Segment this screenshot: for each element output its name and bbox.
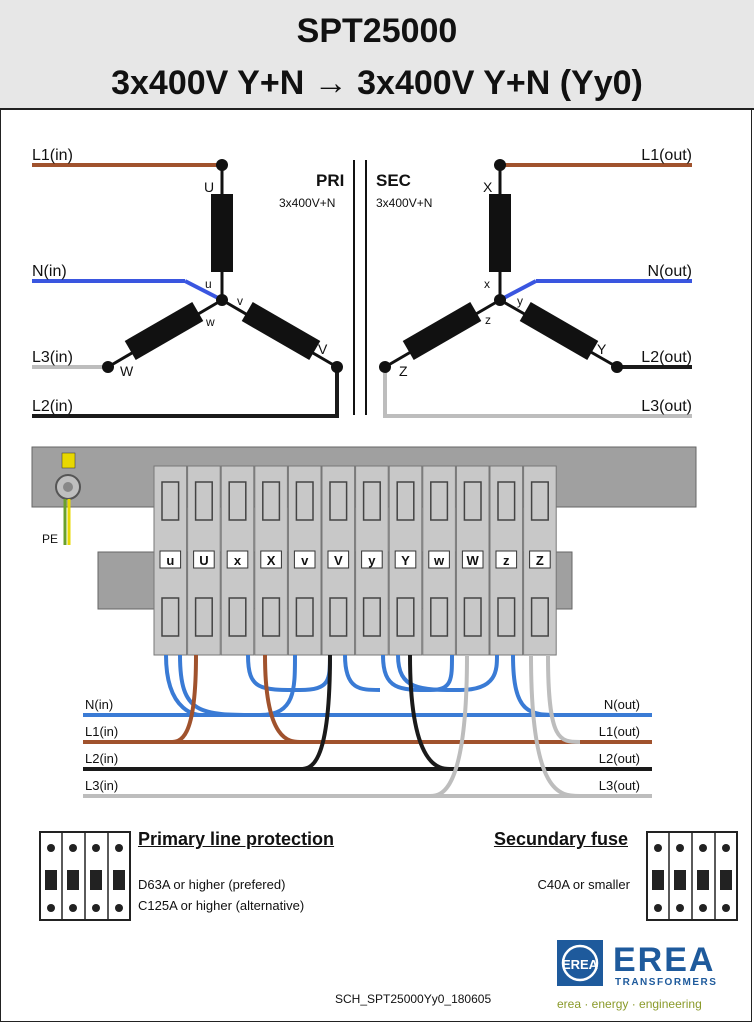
brand-name: EREA <box>613 941 715 979</box>
terminal-label: v <box>301 553 309 568</box>
wiring-schematic: L1(in) N(in) L3(in) L2(in) U u v w V W P… <box>32 147 692 418</box>
tagline: erea · energy · engineering <box>557 997 702 1011</box>
terminal-label: V <box>334 553 343 568</box>
secondary-fuse-line1: C40A or smaller <box>537 877 630 892</box>
bus-label-l2-in: L2(in) <box>85 751 118 766</box>
winding-label-x: x <box>484 277 490 291</box>
terminal-label: u <box>166 553 174 568</box>
bus-label-n-in: N(in) <box>85 697 113 712</box>
terminal-label: w <box>433 553 445 568</box>
sec-voltage: 3x400V+N <box>376 196 432 210</box>
line-label-l1-in: L1(in) <box>32 147 73 164</box>
terminal-label: W <box>467 553 480 568</box>
winding-label-w: w <box>205 315 215 329</box>
sec-label: SEC <box>376 171 411 190</box>
header: SPT25000 3x400V Y+N → 3x400V Y+N (Yy0) <box>0 0 754 110</box>
terminal-label: z <box>503 553 510 568</box>
line-label-l2-out: L2(out) <box>641 349 692 366</box>
primary-protection-title: Primary line protection <box>138 829 335 849</box>
line-label-n-out: N(out) <box>648 263 692 280</box>
bus-label-l2-out: L2(out) <box>599 751 640 766</box>
line-label-l1-out: L1(out) <box>641 147 692 164</box>
terminal-label: X <box>267 553 276 568</box>
bus-label-n-out: N(out) <box>604 697 640 712</box>
primary-protection-line1: D63A or higher (prefered) <box>138 877 286 892</box>
terminal-module: V <box>321 465 356 656</box>
terminal-label: x <box>234 553 242 568</box>
pri-label: PRI <box>316 171 344 190</box>
page-title: SPT25000 <box>296 12 458 50</box>
pri-voltage: 3x400V+N <box>279 196 335 210</box>
terminal-module: U <box>187 465 221 656</box>
winding-label-y: y <box>517 294 523 308</box>
document-code: SCH_SPT25000Yy0_180605 <box>335 992 492 1006</box>
terminal-label: y <box>368 553 376 568</box>
winding-label-u: u <box>205 277 212 291</box>
primary-protection-line2: C125A or higher (alternative) <box>138 898 305 913</box>
svg-text:EREA: EREA <box>562 957 599 972</box>
line-label-l2-in: L2(in) <box>32 398 73 415</box>
line-label-l3-out: L3(out) <box>641 398 692 415</box>
terminal-module: x <box>220 465 255 656</box>
bus-label-l3-in: L3(in) <box>85 778 118 793</box>
line-label-n-in: N(in) <box>32 263 67 280</box>
winding-label-z: z <box>485 313 491 327</box>
bus-label-l1-out: L1(out) <box>599 724 640 739</box>
terminal-module: v <box>287 465 322 656</box>
erea-logo: EREA EREA TRANSFORMERS erea · energy · e… <box>557 940 717 1011</box>
terminal-module: Z <box>523 465 557 656</box>
terminal-module: W <box>455 465 490 656</box>
terminal-module: y <box>355 465 389 656</box>
winding-label-Z: Z <box>399 363 408 379</box>
winding-label-Y: Y <box>597 341 607 357</box>
bus-label-l3-out: L3(out) <box>599 778 640 793</box>
terminal-module: w <box>422 465 456 656</box>
line-label-l3-in: L3(in) <box>32 349 73 366</box>
winding-label-W: W <box>120 363 134 379</box>
bus-label-l1-in: L1(in) <box>85 724 118 739</box>
terminal-label: Z <box>536 553 544 568</box>
brand-sub: TRANSFORMERS <box>615 977 717 988</box>
winding-label-X: X <box>483 179 493 195</box>
terminal-module: X <box>254 465 288 656</box>
terminal-module: Y <box>388 465 423 656</box>
terminal-module: z <box>489 465 524 656</box>
secondary-fuse-title: Secundary fuse <box>493 829 628 849</box>
page-subtitle: 3x400V Y+N → 3x400V Y+N (Yy0) <box>111 64 643 102</box>
breaker-icon-secondary <box>646 831 738 921</box>
terminal-label: U <box>199 553 208 568</box>
pe-label: PE <box>42 532 58 546</box>
winding-label-V: V <box>318 341 328 357</box>
winding-label-U: U <box>204 179 214 195</box>
breaker-icon-primary <box>39 831 131 921</box>
winding-label-v: v <box>237 294 243 308</box>
terminal-module: u <box>153 465 188 656</box>
terminal-label: Y <box>401 553 410 568</box>
